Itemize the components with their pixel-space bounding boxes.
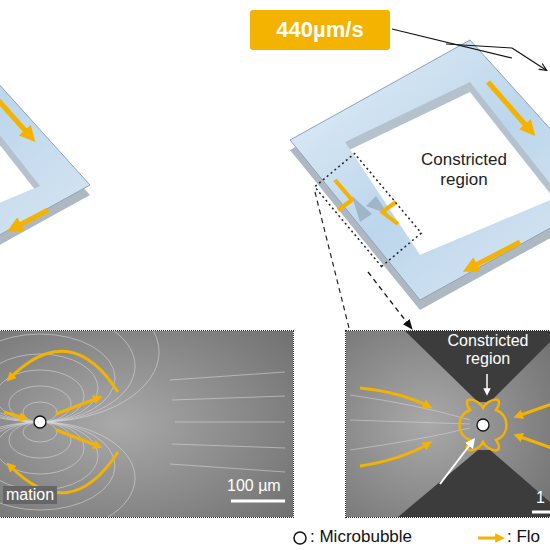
flow-arrow: [4, 412, 24, 418]
legend-text: : Microbubble: [310, 527, 412, 547]
flow-arrow: [470, 242, 520, 268]
region-label: Constricted region: [438, 332, 538, 369]
speed-value: 440µm/s: [276, 17, 363, 42]
vortex-loop: [460, 400, 507, 451]
flow-arrow: [335, 180, 398, 224]
constriction-wall: [352, 196, 372, 222]
loop-channel: [290, 40, 550, 310]
flow-arrow: [360, 388, 428, 406]
panel-caption: mation: [3, 486, 57, 504]
microbubble: [477, 419, 489, 431]
zoom-region: Constricted region: [308, 150, 428, 270]
zoom-connector: [368, 272, 412, 329]
micrograph-image: [346, 331, 550, 517]
streamline: [0, 370, 84, 422]
zoom-outline: [315, 154, 422, 267]
flow-arrow: [360, 388, 550, 466]
flow-arrow: [4, 351, 118, 493]
streamline: [0, 331, 285, 517]
micrograph-panel: Constricted region 1: [345, 330, 550, 518]
streamline: [0, 354, 98, 422]
microbubble: [34, 416, 46, 428]
streamline: [350, 395, 470, 450]
dimension-arrow: [512, 48, 546, 70]
micrograph-image: [0, 331, 293, 517]
flow-arrow: [518, 436, 550, 448]
flow-arrow: [10, 351, 118, 392]
flow-arrow: [0, 100, 30, 136]
streamline: [0, 334, 115, 422]
zoom-outline: [308, 150, 428, 270]
legend-sample: [294, 532, 306, 544]
pointer-arrow: [440, 442, 472, 484]
legend-sample: [478, 537, 500, 540]
scale-label: 100 µm: [227, 477, 281, 495]
scale-label: 1: [536, 489, 545, 507]
flow-arrow: [14, 210, 48, 228]
flow-arrow: [360, 444, 428, 466]
micrograph-image: [0, 331, 293, 517]
scale-bar: [231, 500, 285, 503]
loop-channel: [0, 30, 90, 300]
streamline: [0, 422, 115, 510]
scale-bar: [532, 511, 550, 514]
flow-arrow: [56, 398, 98, 414]
extension-line: [446, 44, 512, 48]
flow-arrow: [56, 430, 98, 446]
flow-arrow: [488, 82, 530, 130]
leader-line: [392, 29, 512, 58]
streamline: [170, 372, 285, 472]
streamline: [0, 422, 135, 517]
legend-text: : Flo: [507, 527, 540, 547]
micrograph-image: [346, 331, 550, 517]
channel-wall: [398, 450, 550, 517]
pointer-arrow: [486, 374, 488, 392]
loop-channel: [0, 30, 90, 300]
streamline: [0, 422, 98, 490]
channel-top: [290, 40, 550, 300]
streamline: [0, 422, 84, 474]
speed-badge: 440µm/s: [250, 10, 390, 50]
channel-wall: [405, 331, 550, 402]
flow-arrow: [518, 404, 550, 416]
zoom-line: [315, 192, 349, 328]
streamline: [350, 395, 470, 450]
streamline: [0, 331, 135, 422]
region-label: Constricted region: [416, 150, 512, 189]
micrograph-panel: mation 100 µm: [0, 330, 294, 518]
streamline: [0, 331, 159, 422]
